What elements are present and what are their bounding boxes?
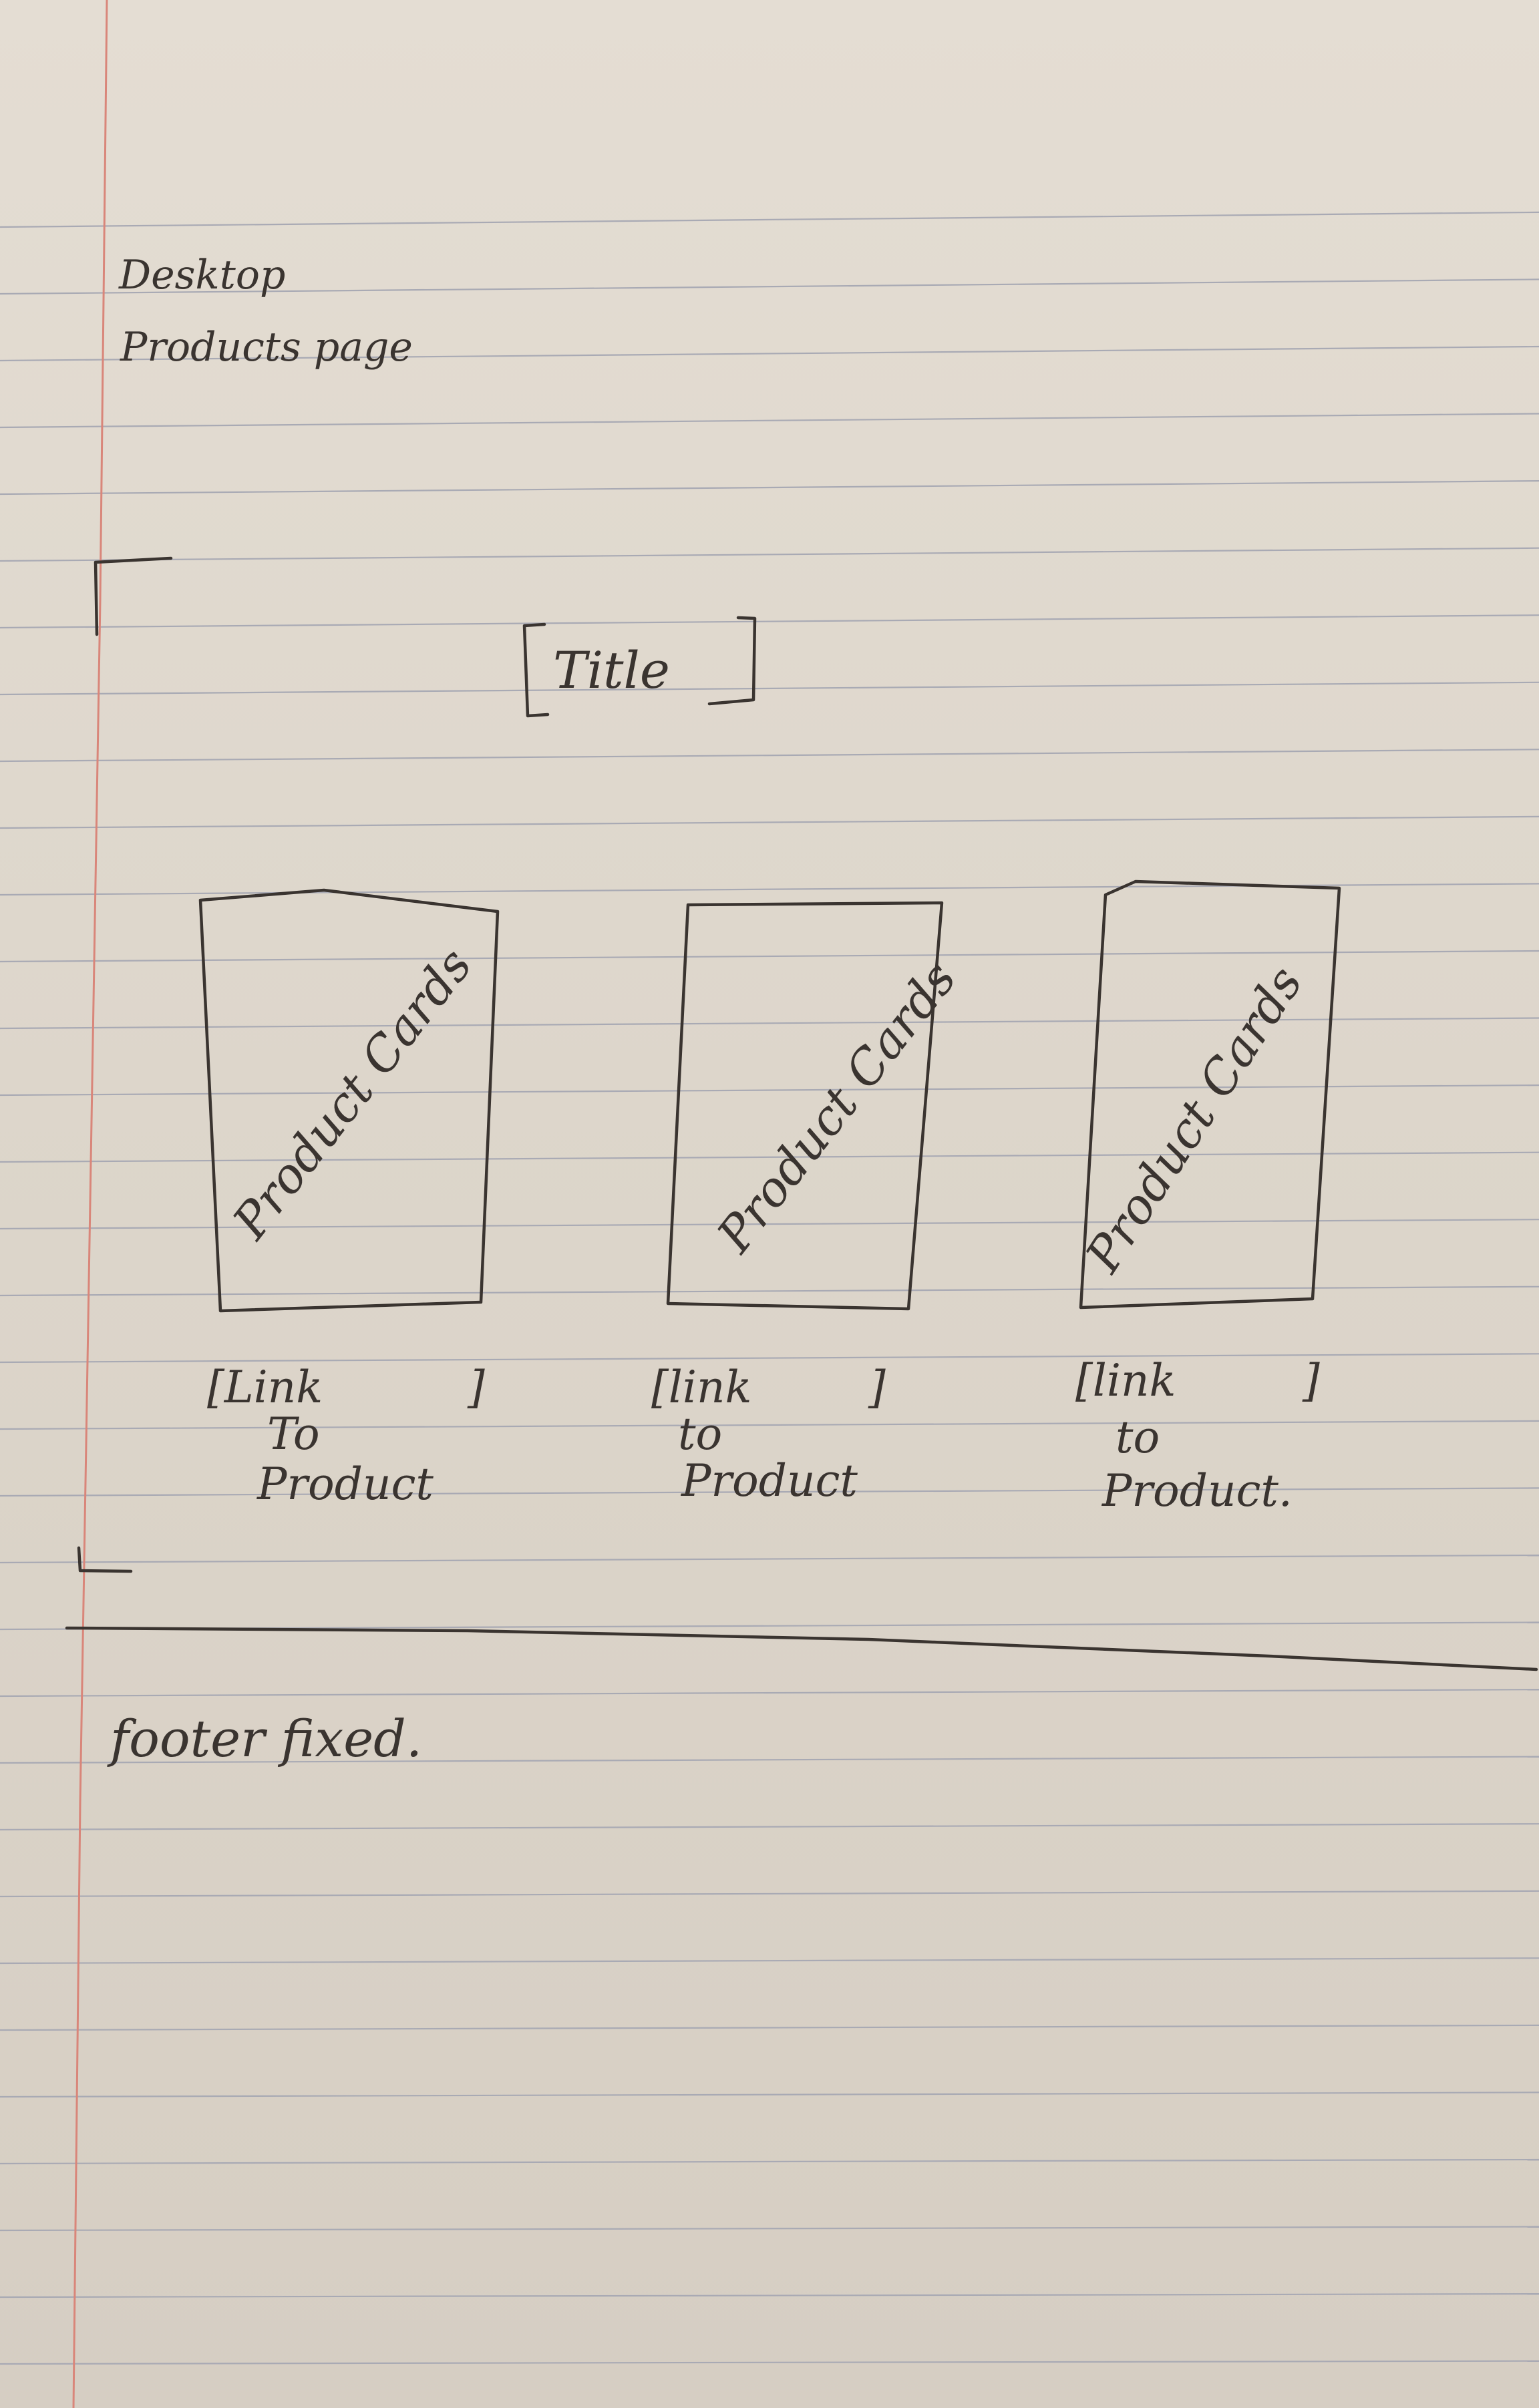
page-note-line-1: Desktop (118, 252, 285, 298)
product-link-line-2: to (678, 1408, 722, 1460)
product-card[interactable]: Product Cards (1074, 879, 1341, 1310)
ruled-line (0, 1487, 1539, 1497)
ruled-line (0, 1420, 1539, 1430)
ruled-line (0, 278, 1539, 295)
ruled-line (0, 815, 1539, 829)
product-card[interactable]: Product Cards (198, 888, 500, 1313)
product-link-line-2: To (267, 1408, 320, 1460)
product-link-line-1: [link (1075, 1355, 1176, 1406)
title-label: Title (553, 640, 670, 700)
ruled-line (0, 211, 1539, 228)
title-bracket-open (522, 622, 550, 718)
ruled-line (0, 1084, 1539, 1096)
page-note-line-2: Products page (120, 324, 413, 371)
ruled-line (0, 1890, 1539, 1898)
product-link-close: ] (467, 1362, 485, 1413)
ruled-line (0, 2226, 1539, 2232)
product-card[interactable]: Product Cards (666, 901, 967, 1311)
footer-label: footer fixed. (107, 1709, 422, 1768)
ruled-line (0, 950, 1539, 963)
margin-line (72, 0, 108, 2408)
page-note: Desktop Products page (118, 252, 413, 371)
ruled-line (0, 2091, 1539, 2098)
ruled-line (0, 480, 1539, 495)
product-link[interactable]: [link ] to Product. (1075, 1355, 1320, 1517)
product-card-frame (666, 901, 944, 1311)
ruled-line (0, 749, 1539, 763)
product-link-close: ] (1302, 1355, 1320, 1406)
product-card-frame (1079, 879, 1341, 1310)
title-bracket-close (707, 616, 757, 706)
ruled-line (0, 413, 1539, 429)
section-bracket-top (94, 556, 173, 636)
title-placeholder: Title (522, 616, 757, 718)
product-link-line-1: [link (651, 1362, 751, 1413)
ruled-line (0, 1957, 1539, 1965)
product-link-line-3: Product (681, 1455, 858, 1507)
ruled-line (0, 681, 1539, 696)
ruled-line (0, 1756, 1539, 1764)
ruled-line (0, 1151, 1539, 1163)
ruled-line (0, 547, 1539, 562)
product-link-line-3: Product (256, 1458, 434, 1510)
product-link-close: ] (868, 1362, 886, 1413)
footer-divider (65, 1626, 1538, 1671)
product-link-line-2: to (1116, 1412, 1160, 1463)
ruled-line (0, 2293, 1539, 2298)
product-card-label: Product Cards (1074, 956, 1313, 1283)
product-card-frame (198, 888, 500, 1313)
ruled-line (0, 2158, 1539, 2165)
ruled-line (0, 1689, 1539, 1697)
product-link-line-1: [Link (207, 1362, 323, 1413)
ruled-line (0, 883, 1539, 896)
ruled-lines (0, 211, 1539, 2365)
ruled-line (0, 2360, 1539, 2365)
ruled-line (0, 1353, 1539, 1364)
ruled-line (0, 1823, 1539, 1831)
ruled-line (0, 2024, 1539, 2031)
ruled-line (0, 1017, 1539, 1030)
ruled-line (0, 614, 1539, 629)
ruled-line (0, 1554, 1539, 1564)
product-link-line-3: Product. (1101, 1465, 1293, 1517)
product-card-label: Product Cards (705, 951, 967, 1263)
product-link[interactable]: [link ] to Product (651, 1362, 886, 1507)
ruled-line (0, 1285, 1539, 1297)
ruled-line (0, 1219, 1539, 1230)
ruled-line (0, 345, 1539, 362)
section-bracket-bottom (77, 1546, 133, 1573)
product-link[interactable]: [Link ] To Product (207, 1362, 485, 1510)
